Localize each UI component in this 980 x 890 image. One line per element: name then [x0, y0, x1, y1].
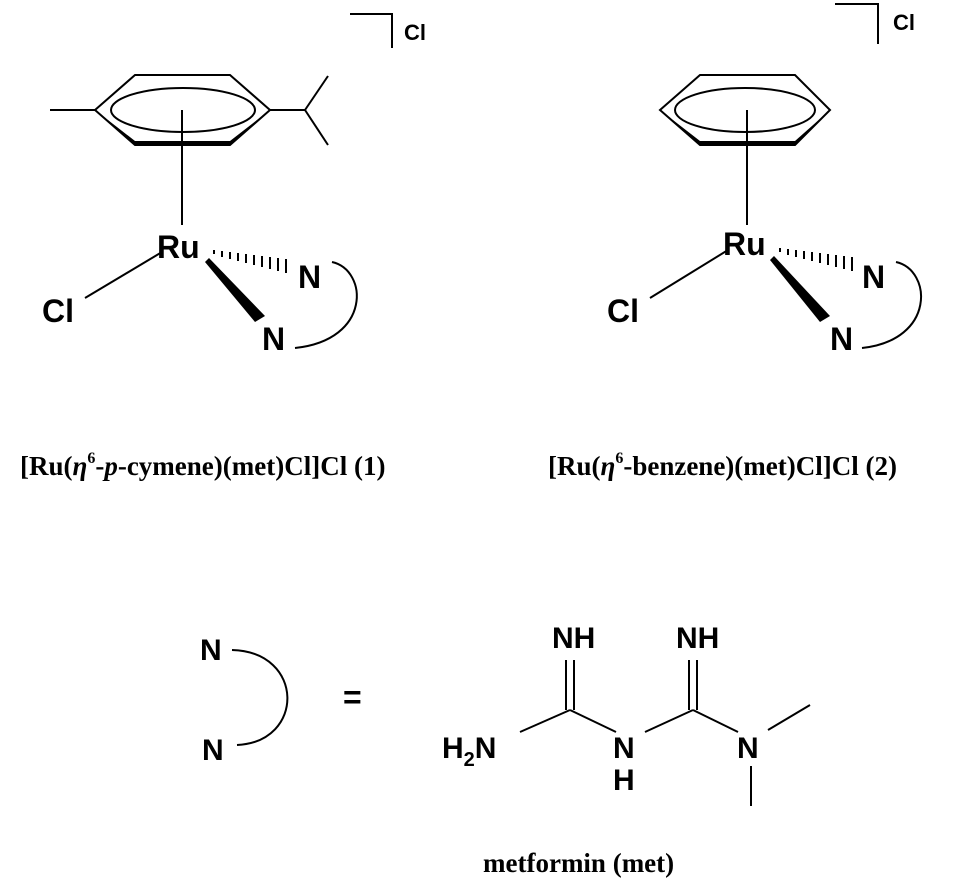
complex-1-caption: [Ru(η6-p-cymene)(met)Cl]Cl (1): [20, 450, 385, 481]
metformin-caption: metformin (met): [483, 848, 674, 878]
complex-1-structure: Cl Ru Cl: [20, 13, 426, 481]
counterion-label-2: Cl: [893, 10, 915, 35]
ruthenium-atom-2: Ru: [723, 226, 766, 262]
amine-h2n: H2N: [442, 732, 496, 771]
chelate-arc-2: [861, 261, 923, 349]
nitrogen-upper-1: N: [298, 259, 321, 295]
imine-nh-left: NH: [552, 622, 595, 655]
wedge-bond-1: [205, 258, 265, 322]
legend-nitrogen-lower: N: [202, 734, 224, 767]
bridge-hydrogen: H: [613, 764, 635, 797]
chelate-arc-1: [294, 261, 358, 349]
imine-nh-right: NH: [676, 622, 719, 655]
nitrogen-lower-2: N: [830, 321, 853, 357]
metformin-structure: NH NH H2N N H N metformin (met): [442, 622, 811, 878]
hashed-bond-1: [213, 250, 287, 273]
complex-2-caption: [Ru(η6-benzene)(met)Cl]Cl (2): [548, 450, 897, 481]
counterion-label-1: Cl: [404, 20, 426, 45]
ruthenium-atom-1: Ru: [157, 229, 200, 265]
complex-2-structure: Cl Ru Cl N N [Ru(η6-benzene)(met): [548, 3, 923, 481]
cymene-ring: [50, 74, 329, 225]
legend-chelate-arc: [231, 649, 289, 746]
nitrogen-upper-2: N: [862, 259, 885, 295]
chloride-atom-1: Cl: [42, 293, 74, 329]
legend-nitrogen-upper: N: [200, 634, 222, 667]
counterion-bracket-1: [350, 13, 393, 48]
benzene-ring: [658, 74, 832, 225]
bridge-nitrogen: N: [613, 732, 635, 765]
nitrogen-lower-1: N: [262, 321, 285, 357]
equals-sign: =: [343, 679, 362, 715]
counterion-bracket-2: [835, 3, 879, 44]
hashed-bond-2: [779, 248, 853, 271]
chloride-atom-2: Cl: [607, 293, 639, 329]
chelate-legend: N N =: [200, 634, 362, 767]
wedge-bond-2: [770, 256, 830, 322]
dimethylamine-nitrogen: N: [737, 732, 759, 765]
